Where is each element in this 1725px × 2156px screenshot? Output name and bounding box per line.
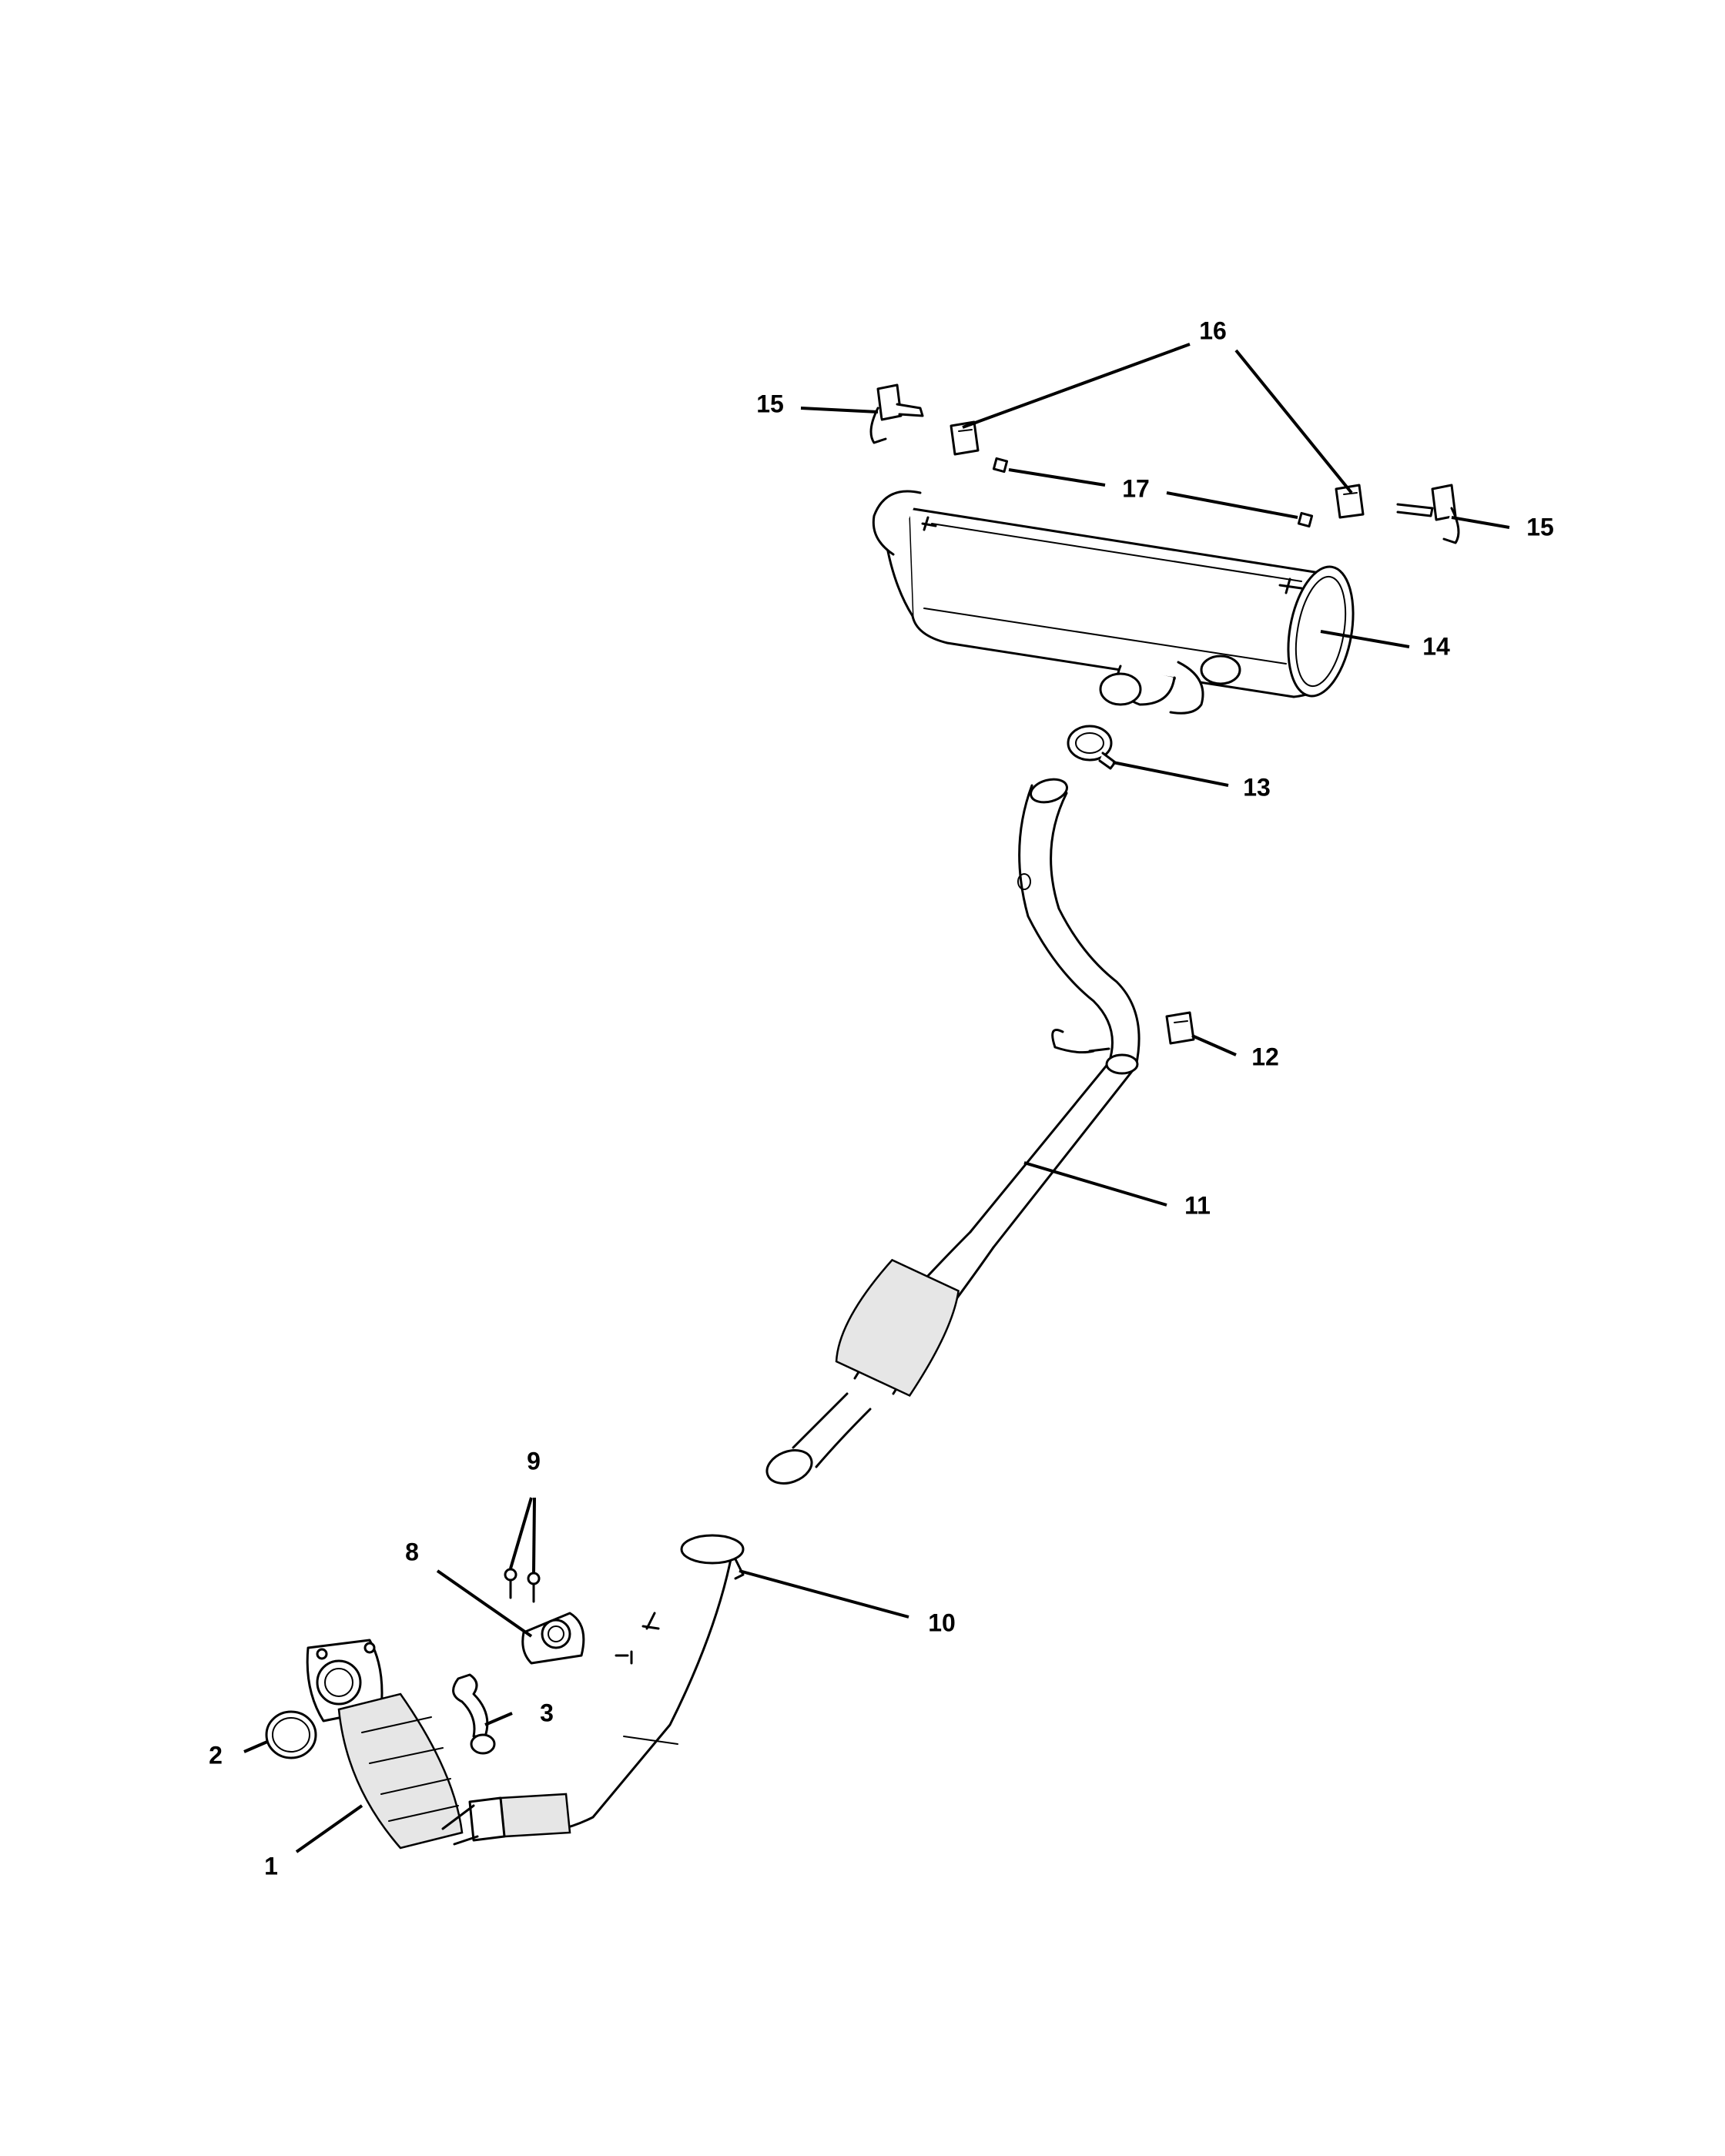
callout-9: 9 xyxy=(527,1447,541,1475)
leader-2 xyxy=(243,1740,268,1753)
callout-10: 10 xyxy=(928,1609,956,1636)
isolator-right xyxy=(1335,484,1365,519)
gasket xyxy=(265,1710,317,1759)
clamp xyxy=(1067,725,1117,770)
leader-10 xyxy=(739,1569,909,1619)
callout-1: 1 xyxy=(264,1852,278,1880)
callout-15-left: 15 xyxy=(756,390,784,417)
isolator-12 xyxy=(1165,1011,1195,1045)
callout-11: 11 xyxy=(1184,1191,1211,1219)
leader-1 xyxy=(295,1804,363,1853)
leader-3 xyxy=(484,1712,513,1726)
hanger-bracket-right xyxy=(1396,484,1460,544)
leader-17-right xyxy=(1166,491,1298,519)
flange-clamp-10 xyxy=(680,1534,745,1580)
isolator-left xyxy=(950,420,980,456)
callout-15-right: 15 xyxy=(1526,513,1554,541)
callout-2: 2 xyxy=(209,1741,223,1769)
leader-16-right xyxy=(1234,349,1353,494)
bracket-8 xyxy=(521,1612,585,1665)
bolts-9 xyxy=(504,1568,541,1603)
leader-11 xyxy=(1023,1161,1167,1207)
muffler xyxy=(872,490,1355,715)
leader-15-left xyxy=(800,407,879,413)
callout-13: 13 xyxy=(1243,773,1271,801)
leader-15-right xyxy=(1451,516,1510,529)
leader-17-left xyxy=(1008,468,1106,487)
callout-17: 17 xyxy=(1122,474,1150,502)
nut-left xyxy=(992,457,1009,474)
callout-3: 3 xyxy=(540,1699,554,1726)
intermediate-pipe xyxy=(765,778,1141,1485)
nut-right xyxy=(1297,511,1314,528)
leader-13 xyxy=(1112,761,1229,787)
leader-16-left xyxy=(962,343,1191,429)
bracket-3 xyxy=(452,1673,496,1755)
callout-16: 16 xyxy=(1199,316,1227,344)
callout-8: 8 xyxy=(405,1538,419,1565)
callout-14: 14 xyxy=(1422,632,1450,660)
leader-14 xyxy=(1320,630,1410,648)
leader-8 xyxy=(436,1569,533,1638)
leader-12 xyxy=(1191,1034,1237,1056)
front-pipe xyxy=(468,1539,735,1842)
leader-9-a xyxy=(509,1497,533,1569)
catalytic-converter xyxy=(306,1639,479,1850)
hanger-bracket-left xyxy=(869,383,924,444)
callout-12: 12 xyxy=(1251,1043,1279,1070)
